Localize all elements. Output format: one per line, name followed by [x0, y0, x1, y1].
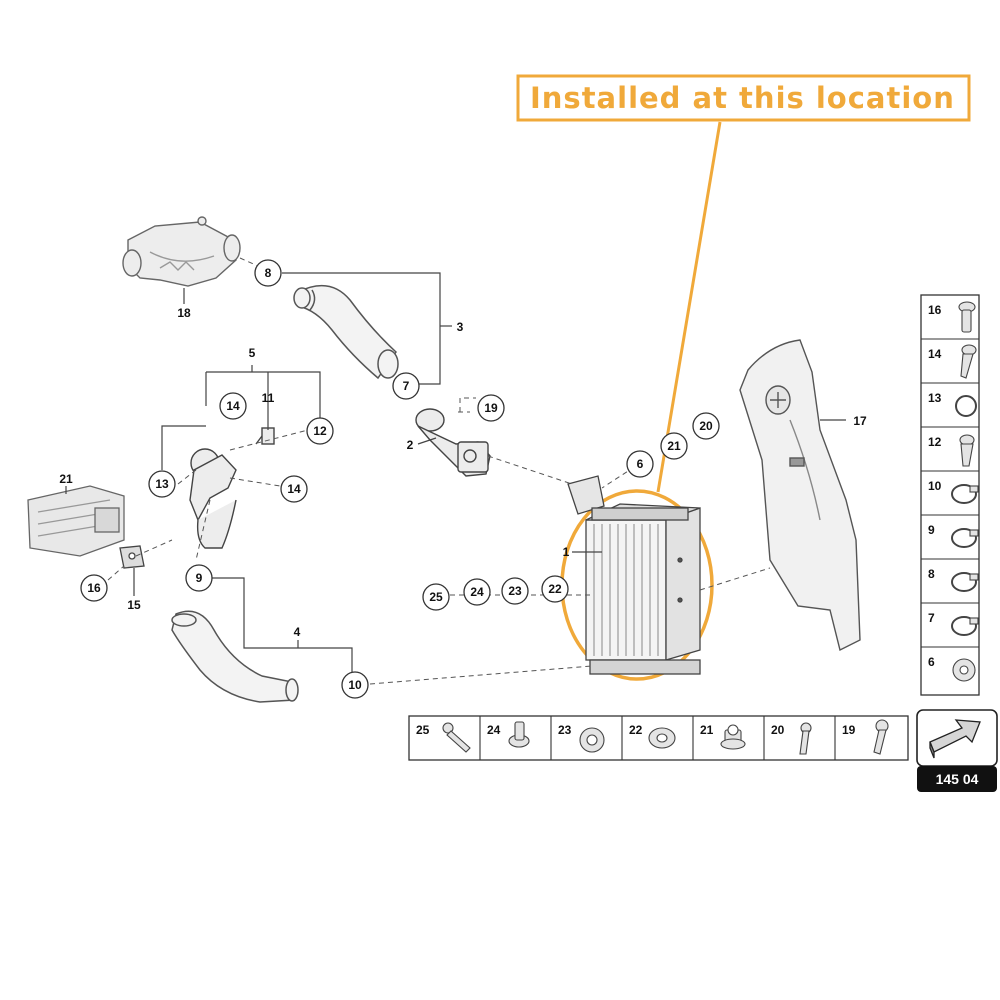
- labels: 8 7 19 14 12 13 14 16 9 10 20 21 6 25 24…: [59, 266, 867, 692]
- bolt-icon: [442, 722, 471, 753]
- label-14-b: 14: [287, 482, 301, 496]
- part-3-hose: [293, 284, 399, 380]
- hw-right-8: 7: [928, 611, 935, 625]
- hw-right-5: 10: [928, 479, 942, 493]
- callout-leader: [656, 121, 722, 493]
- hardware-right-column: 16 14 13 12 10 9 8 7 6: [920, 294, 980, 696]
- label-12: 12: [313, 424, 327, 438]
- label-8: 8: [265, 266, 272, 280]
- label-10: 10: [348, 678, 362, 692]
- label-16: 16: [87, 581, 101, 595]
- label-17: 17: [853, 414, 867, 428]
- label-22: 22: [548, 582, 562, 596]
- hw-right-2: 14: [928, 347, 942, 361]
- label-25: 25: [429, 590, 443, 604]
- hw-bottom-4: 22: [629, 723, 643, 737]
- next-arrow-icon[interactable]: [929, 719, 981, 759]
- label-13: 13: [155, 477, 169, 491]
- hw-bottom-1: 25: [416, 723, 430, 737]
- hose-clamp-icon: [951, 616, 979, 636]
- part-2-connector: [415, 408, 491, 477]
- dashed-lines: [107, 257, 771, 685]
- label-7: 7: [403, 379, 410, 393]
- grommet-icon: [952, 658, 976, 682]
- hw-bottom-6: 20: [771, 723, 785, 737]
- callout: Installed at this location: [516, 74, 971, 681]
- label-20: 20: [699, 419, 713, 433]
- bolt-icon: [873, 719, 889, 755]
- o-ring-icon: [955, 395, 977, 417]
- catalog-number: 145 04: [936, 771, 979, 787]
- hose-clamp-icon: [951, 484, 979, 504]
- label-19: 19: [484, 401, 498, 415]
- hw-right-9: 6: [928, 655, 935, 669]
- washer-icon: [648, 727, 676, 749]
- hw-right-3: 13: [928, 391, 942, 405]
- part-21-module: [27, 485, 125, 557]
- label-21-b: 21: [667, 439, 681, 453]
- leader-lines: [65, 272, 846, 672]
- part-17-duct: [739, 339, 861, 652]
- label-1: 1: [563, 545, 570, 559]
- hw-bottom-5: 21: [700, 723, 714, 737]
- hw-bottom-2: 24: [487, 723, 501, 737]
- part-1-intercooler: [567, 475, 701, 675]
- hw-bottom-7: 19: [842, 723, 856, 737]
- catalog-badge[interactable]: 145 04: [916, 709, 998, 792]
- part-4-hose: [171, 610, 299, 703]
- hw-right-6: 9: [928, 523, 935, 537]
- label-18: 18: [177, 306, 191, 320]
- label-14-a: 14: [226, 399, 240, 413]
- label-11: 11: [262, 391, 275, 405]
- grommet-icon: [579, 727, 605, 753]
- hose-clamp-icon: [951, 572, 979, 592]
- bolt-icon: [958, 301, 976, 333]
- hardware-bottom-row: 25 24 23 22 21 20 19: [408, 715, 909, 761]
- label-21-a: 21: [59, 472, 73, 486]
- callout-box: [516, 74, 971, 122]
- hw-right-7: 8: [928, 567, 935, 581]
- label-23: 23: [508, 584, 522, 598]
- hw-right-1: 16: [928, 303, 942, 317]
- hw-right-4: 12: [928, 435, 942, 449]
- part-18-pipe: [122, 216, 241, 287]
- label-5: 5: [249, 346, 256, 360]
- label-9: 9: [196, 571, 203, 585]
- label-15: 15: [127, 598, 141, 612]
- bolt-icon: [799, 722, 812, 755]
- part-15-bracket: [119, 545, 145, 569]
- rivet-icon: [508, 721, 530, 748]
- label-2: 2: [407, 438, 414, 452]
- nut-icon: [720, 724, 746, 750]
- bolt-icon: [959, 434, 975, 467]
- bolt-icon: [960, 344, 977, 379]
- label-circles: [80, 259, 720, 699]
- label-24: 24: [470, 585, 484, 599]
- hw-bottom-3: 23: [558, 723, 572, 737]
- label-3: 3: [457, 320, 464, 334]
- callout-text: Installed at this location: [530, 81, 955, 115]
- hose-clamp-icon: [951, 528, 979, 548]
- part-5-housing: [189, 427, 275, 549]
- label-6: 6: [637, 457, 644, 471]
- label-4: 4: [294, 625, 301, 639]
